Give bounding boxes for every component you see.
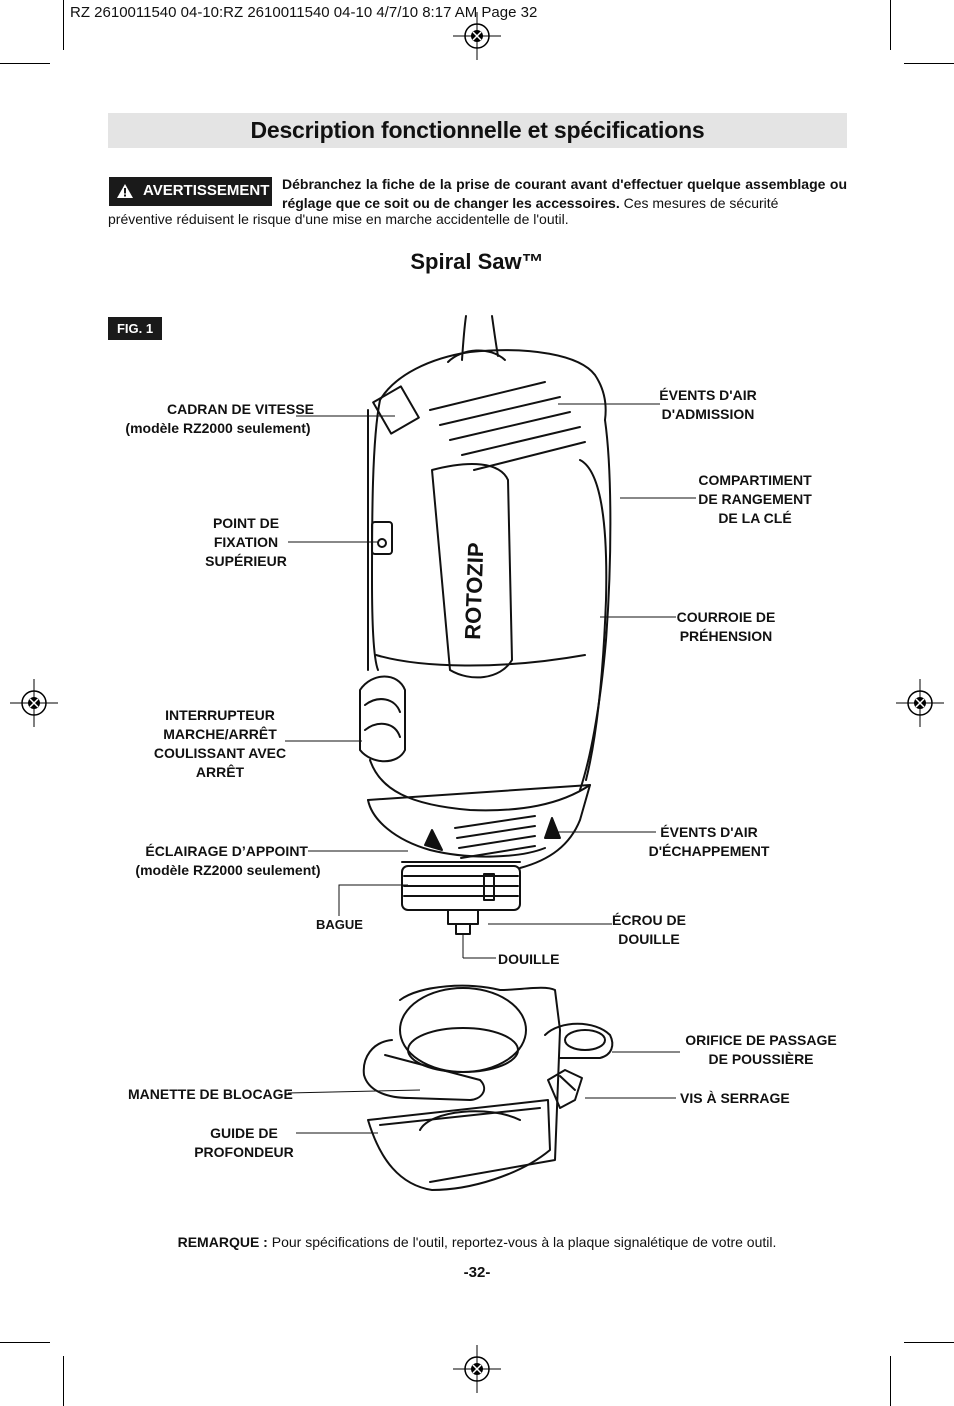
callout-top-mount-line2: FIXATION bbox=[213, 534, 279, 550]
callout-grip-strap: COURROIE DE PRÉHENSION bbox=[670, 608, 782, 646]
callout-collet-nut-line2: DOUILLE bbox=[618, 931, 680, 947]
callout-wrench-line2: DE RANGEMENT bbox=[698, 491, 812, 507]
callout-speed-dial-model: (modèle RZ2000 seulement) bbox=[124, 419, 312, 438]
callout-speed-dial: CADRAN DE VITESSE bbox=[167, 400, 314, 419]
warning-badge: AVERTISSEMENT bbox=[109, 177, 272, 206]
registration-mark-icon bbox=[453, 1345, 501, 1393]
callout-intake-line1: ÉVENTS D'AIR bbox=[659, 387, 757, 403]
callout-intake-line2: D'ADMISSION bbox=[661, 406, 755, 422]
figure-label: FIG. 1 bbox=[108, 317, 162, 340]
callout-clamp-screw: VIS À SERRAGE bbox=[680, 1090, 790, 1106]
product-name: Spiral Saw™ bbox=[410, 249, 544, 274]
warning-bold-text: Débranchez la fiche de la prise de coura… bbox=[282, 176, 847, 211]
callout-speed-dial-line1: CADRAN DE VITESSE bbox=[166, 401, 314, 417]
note: REMARQUE : Pour spécifications de l'outi… bbox=[0, 1234, 954, 1250]
callout-collet-nut: ÉCROU DE DOUILLE bbox=[604, 911, 694, 949]
callout-exhaust-line2: D'ÉCHAPPEMENT bbox=[648, 843, 770, 859]
callout-lock-lever: MANETTE DE BLOCAGE bbox=[128, 1086, 293, 1102]
crop-mark bbox=[63, 1356, 64, 1406]
page-title: Description fonctionnelle et spécificati… bbox=[250, 117, 705, 143]
crop-mark bbox=[904, 63, 954, 64]
callout-top-mount-line1: POINT DE bbox=[212, 515, 280, 531]
callout-air-exhaust: ÉVENTS D'AIR D'ÉCHAPPEMENT bbox=[640, 823, 778, 861]
callout-switch-line2: MARCHE/ARRÊT bbox=[163, 726, 277, 742]
note-text: Pour spécifications de l'outil, reportez… bbox=[267, 1234, 777, 1250]
callout-collet: DOUILLE bbox=[498, 951, 560, 967]
registration-mark-icon bbox=[10, 679, 58, 727]
callout-on-off-switch: INTERRUPTEUR MARCHE/ARRÊT COULISSANT AVE… bbox=[150, 706, 290, 782]
crop-mark bbox=[0, 63, 50, 64]
callout-dust-port: ORIFICE DE PASSAGE DE POUSSIÈRE bbox=[682, 1031, 840, 1069]
callout-dust-line1: ORIFICE DE PASSAGE bbox=[685, 1032, 837, 1048]
registration-mark-icon bbox=[453, 12, 501, 60]
crop-mark bbox=[890, 1356, 891, 1406]
crop-mark bbox=[904, 1342, 954, 1343]
crop-mark bbox=[890, 0, 891, 50]
callout-wrench-storage: COMPARTIMENT DE RANGEMENT DE LA CLÉ bbox=[690, 471, 820, 528]
callout-speed-dial-line2: (modèle RZ2000 seulement) bbox=[125, 420, 311, 436]
callout-wrench-line1: COMPARTIMENT bbox=[698, 472, 812, 488]
callout-switch-line1: INTERRUPTEUR bbox=[165, 707, 275, 723]
callout-work-light: ÉCLAIRAGE D’APPOINT (modèle RZ2000 seule… bbox=[130, 842, 326, 880]
callout-strap-line2: PRÉHENSION bbox=[679, 628, 773, 644]
callout-switch-line4: ARRÊT bbox=[195, 764, 245, 780]
callout-switch-line3: COULISSANT AVEC bbox=[153, 745, 287, 761]
warning-text: Débranchez la fiche de la prise de coura… bbox=[282, 175, 847, 213]
callout-depth-guide: GUIDE DE PROFONDEUR bbox=[184, 1124, 304, 1162]
registration-mark-icon bbox=[896, 679, 944, 727]
crop-mark bbox=[63, 0, 64, 50]
warning-triangle-icon bbox=[117, 184, 133, 198]
callout-strap-line1: COURROIE DE bbox=[676, 609, 776, 625]
callout-depth-guide-line2: PROFONDEUR bbox=[194, 1144, 294, 1160]
warning-text-continued: préventive réduisent le risque d'une mis… bbox=[108, 211, 569, 227]
callout-wrench-line3: DE LA CLÉ bbox=[718, 510, 792, 526]
callout-light-line2: (modèle RZ2000 seulement) bbox=[135, 862, 321, 878]
callout-dust-line2: DE POUSSIÈRE bbox=[708, 1051, 814, 1067]
print-header: RZ 2610011540 04-10:RZ 2610011540 04-10 … bbox=[70, 4, 538, 21]
callout-ring: BAGUE bbox=[316, 917, 363, 932]
callout-top-mount-line3: SUPÉRIEUR bbox=[205, 553, 287, 569]
callout-top-mount: POINT DE FIXATION SUPÉRIEUR bbox=[196, 514, 296, 571]
callout-exhaust-line1: ÉVENTS D'AIR bbox=[660, 824, 758, 840]
warning-text-part1: Ces mesures de sécurité bbox=[619, 195, 779, 211]
callout-air-intake: ÉVENTS D'AIR D'ADMISSION bbox=[648, 386, 768, 424]
page-number: -32- bbox=[463, 1264, 491, 1281]
crop-mark bbox=[0, 1342, 50, 1343]
brand-logo: ROTOZIP bbox=[460, 542, 488, 640]
callout-depth-guide-line1: GUIDE DE bbox=[210, 1125, 278, 1141]
section-title-bar: Description fonctionnelle et spécificati… bbox=[108, 113, 847, 148]
note-label: REMARQUE : bbox=[177, 1234, 268, 1250]
callout-light-line1: ÉCLAIRAGE D’APPOINT bbox=[145, 843, 308, 859]
callout-collet-nut-line1: ÉCROU DE bbox=[612, 912, 686, 928]
warning-badge-label: AVERTISSEMENT bbox=[143, 182, 270, 199]
